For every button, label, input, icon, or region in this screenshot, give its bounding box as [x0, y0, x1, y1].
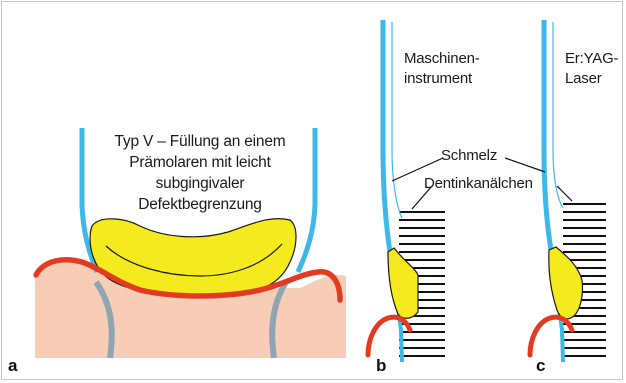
caption-line: Typ V – Füllung an einem: [105, 131, 295, 152]
instrument-line: Er:YAG-: [565, 49, 618, 69]
enamel-b-thin: [392, 22, 402, 218]
enamel-label: Schmelz: [441, 146, 497, 166]
instrument-line: Laser: [565, 69, 618, 89]
panel-b-instrument-label: Maschinen- instrument: [404, 49, 480, 89]
filling-b: [388, 248, 418, 318]
enamel-b: [383, 20, 392, 265]
panel-letter-b: b: [376, 356, 386, 376]
panel-c-instrument-label: Er:YAG- Laser: [565, 49, 618, 89]
gingival-line-c: [530, 317, 572, 355]
caption-line: Prämolaren mit leicht: [105, 152, 295, 173]
enamel-c-thin: [553, 22, 563, 208]
caption-line: Defektbegrenzung: [105, 194, 295, 215]
filling-c: [549, 247, 583, 319]
caption-line: subgingivaler: [105, 173, 295, 194]
gingival-line-b: [368, 317, 410, 355]
enamel-c: [544, 20, 553, 262]
enamel-right: [298, 128, 315, 272]
leader-enamel-c: [505, 158, 545, 172]
instrument-line: instrument: [404, 69, 480, 89]
panel-letter-c: c: [536, 356, 545, 376]
dentinal-tubules-label: Dentinkanälchen: [424, 174, 533, 194]
panel-a-caption: Typ V – Füllung an einem Prämolaren mit …: [105, 131, 295, 215]
panel-letter-a: a: [8, 356, 17, 376]
instrument-line: Maschinen-: [404, 49, 480, 69]
